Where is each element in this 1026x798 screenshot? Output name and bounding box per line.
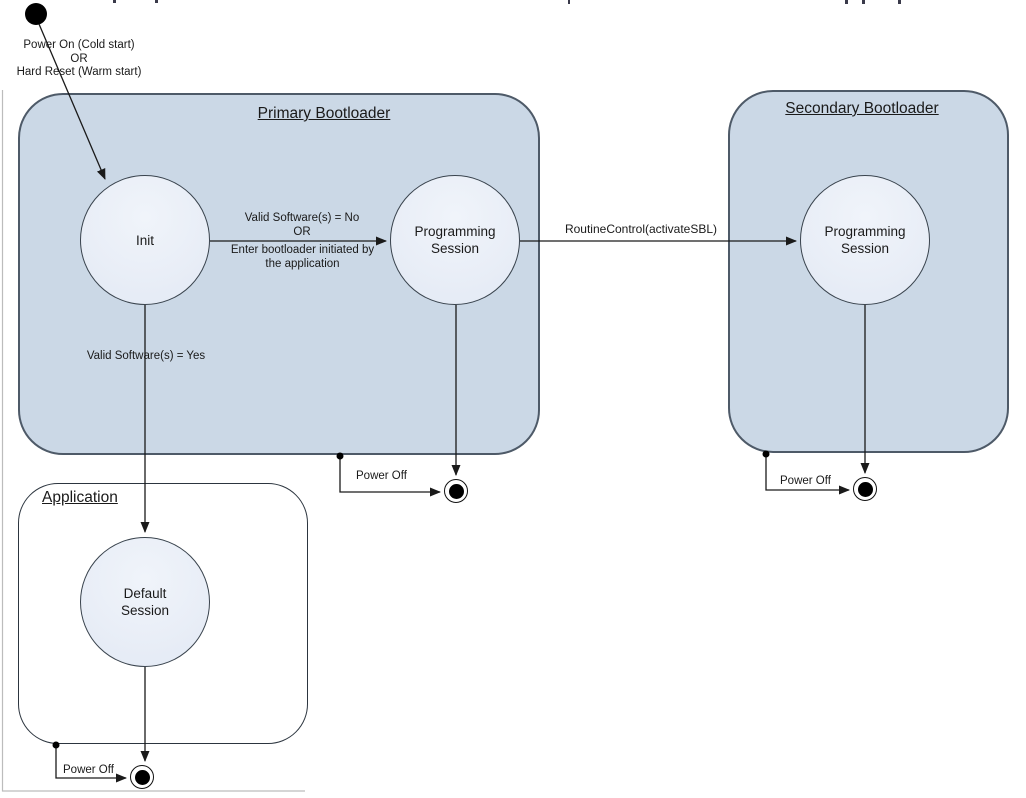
state-programming-session-primary-label: Programming Session <box>414 224 496 256</box>
label-power-on: Power On (Cold start) OR Hard Reset (War… <box>16 39 142 78</box>
final-state-icon-application <box>130 765 154 789</box>
cropped-text-fragments <box>113 0 901 4</box>
transition-application-power-off <box>55 745 127 783</box>
state-programming-session-primary: Programming Session <box>390 175 520 305</box>
text-fragment <box>155 0 158 3</box>
final-state-icon-primary <box>444 479 468 503</box>
text-fragment <box>898 0 901 4</box>
label-valid-software-no: Valid Software(s) = No OR <box>244 212 360 238</box>
state-programming-session-secondary: Programming Session <box>800 175 930 305</box>
secondary-bootloader-region: Secondary Bootloader <box>728 90 1009 453</box>
transition-initial-to-init <box>38 23 106 180</box>
junction-dot-primary <box>336 452 344 460</box>
final-state-dot <box>857 481 873 497</box>
junction-dot-application <box>52 741 60 749</box>
page-border <box>1 90 305 792</box>
junction-dot-secondary <box>762 450 770 458</box>
label-power-off-application: Power Off <box>63 764 114 776</box>
boundary-junction-dots <box>52 450 770 749</box>
text-fragment <box>845 0 848 4</box>
secondary-bootloader-title: Secondary Bootloader <box>785 100 939 117</box>
state-default-session-label: Default Session <box>120 586 170 618</box>
label-enter-bootloader: Enter bootloader initiated by the applic… <box>230 244 375 270</box>
state-init: Init <box>80 175 210 305</box>
final-state-dot <box>448 483 464 499</box>
state-init-label: Init <box>135 232 154 248</box>
text-fragment <box>862 0 865 4</box>
application-title: Application <box>42 489 118 506</box>
label-power-off-secondary: Power Off <box>780 475 831 487</box>
transition-secondary-power-off <box>765 454 850 495</box>
state-programming-session-secondary-label: Programming Session <box>824 224 906 256</box>
initial-state-icon <box>25 3 47 25</box>
label-power-off-primary: Power Off <box>356 470 407 482</box>
transition-primary-power-off <box>339 456 441 497</box>
primary-bootloader-title: Primary Bootloader <box>257 105 391 122</box>
label-routinecontrol-activatesbl: RoutineControl(activateSBL) <box>564 222 718 236</box>
final-state-dot <box>134 769 150 785</box>
text-fragment <box>568 0 570 4</box>
text-fragment <box>113 0 116 3</box>
final-state-icon-secondary <box>853 477 877 501</box>
state-default-session: Default Session <box>80 537 210 667</box>
label-valid-software-yes: Valid Software(s) = Yes <box>86 350 206 362</box>
